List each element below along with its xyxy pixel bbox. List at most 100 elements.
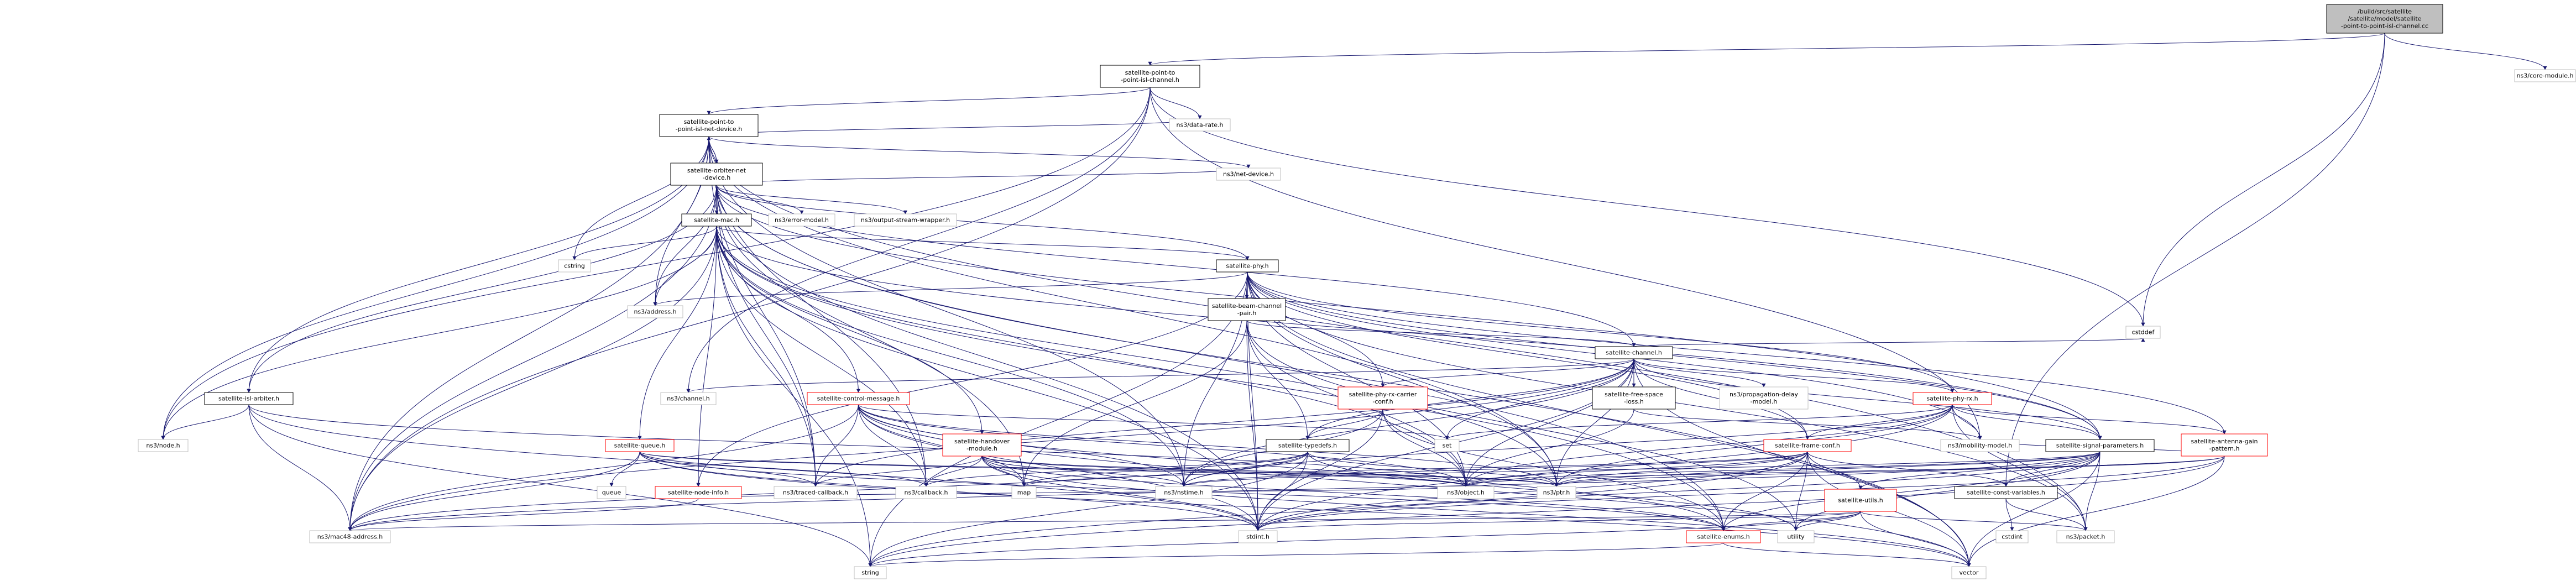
edge-queue_h-to-mac48_address — [348, 451, 640, 531]
edge-satellite_mac_h-to-node — [161, 226, 717, 440]
node-const-variables-h[interactable]: satellite-const-variables.h — [1954, 486, 2058, 499]
edge-satellite_channel_h-to-channel — [686, 358, 1634, 393]
node-label: satellite-phy-rx-carrier — [1349, 391, 1417, 398]
edge-typedefs_h-to-stdint — [1256, 451, 1308, 531]
node-box — [1951, 566, 1987, 579]
edge-queue_h-to-callback — [639, 451, 928, 487]
edge-orbiter_net_device_h-to-satellite_channel_h — [716, 185, 1636, 347]
node-phy-rx-h[interactable]: satellite-phy-rx.h — [1913, 392, 1992, 405]
edge-handover_module_h-to-vector — [981, 456, 1971, 567]
node-label: -pattern.h — [2209, 445, 2240, 452]
node-error-model: ns3/error-model.h — [768, 213, 835, 227]
node-address: ns3/address.h — [627, 305, 683, 318]
node-callback: ns3/callback.h — [895, 486, 957, 499]
edge-satellite_channel_h-to-nstime — [1182, 358, 1634, 487]
edge-orbiter_net_device_h-to-address — [653, 185, 717, 306]
node-control-message-h[interactable]: satellite-control-message.h — [807, 392, 910, 405]
node-root[interactable]: /build/src/satellite/satellite/model/sat… — [2326, 4, 2443, 34]
edge-satellite_phy_h-to-vector — [1247, 271, 1971, 567]
node-label: ns3/propagation-delay — [1729, 391, 1798, 398]
edge-utils_h-to-vector — [1860, 511, 1971, 567]
node-queue-h[interactable]: satellite-queue.h — [605, 439, 675, 452]
node-utility: utility — [1777, 530, 1815, 543]
node-orbiter-net-device-h[interactable]: satellite-orbiter-net-device.h — [670, 163, 763, 186]
edge-orbiter_net_device_h-to-mac48_address — [348, 185, 717, 531]
node-label: ns3/output-stream-wrapper.h — [861, 217, 950, 224]
edge-utils_h-to-enums_h — [1721, 511, 1861, 531]
edge-queue_h-to-queue — [609, 451, 640, 487]
node-isl-arbiter-h[interactable]: satellite-isl-arbiter.h — [204, 392, 294, 405]
node-packet: ns3/packet.h — [2056, 530, 2115, 543]
node-box — [1995, 530, 2029, 543]
edge-isl_arbiter_h-to-object — [248, 404, 1468, 487]
node-mobility-model: ns3/mobility-model.h — [1940, 439, 2020, 452]
node-frame-conf-h[interactable]: satellite-frame-conf.h — [1763, 439, 1852, 452]
edge-antenna_gain_pattern_h-to-ptr — [1554, 456, 2225, 487]
edge-p2p_isl_net_device_h-to-ptr — [708, 136, 1559, 487]
edge-control_message_h-to-stdint — [858, 404, 1260, 531]
edge-satellite_channel_h-to-propagation_delay_model — [1633, 358, 1766, 388]
node-enums-h[interactable]: satellite-enums.h — [1686, 530, 1761, 543]
edge-satellite_phy_h-to-address — [653, 271, 1248, 306]
edge-phy_rx_h-to-object — [1464, 404, 1953, 487]
edge-satellite_mac_h-to-satellite_phy_h — [716, 226, 1250, 260]
node-queue: queue — [597, 486, 626, 499]
edge-p2p_isl_net_device_h-to-node — [161, 136, 709, 440]
node-node-info-h[interactable]: satellite-node-info.h — [655, 486, 742, 499]
node-box — [895, 486, 957, 499]
node-satellite-phy-h[interactable]: satellite-phy.h — [1216, 259, 1279, 273]
node-antenna-gain-pattern-h[interactable]: satellite-antenna-gain-pattern.h — [2181, 433, 2268, 457]
node-label: /satellite/model/satellite — [2348, 15, 2422, 23]
node-p2p-isl-net-device-h[interactable]: satellite-point-to-point-isl-net-device.… — [659, 114, 759, 137]
node-box — [854, 566, 887, 579]
node-beam-channel-pair-h[interactable]: satellite-beam-channel-pair.h — [1208, 298, 1286, 321]
edge-satellite_mac_h-to-ptr — [716, 226, 1559, 487]
node-satellite-channel-h[interactable]: satellite-channel.h — [1595, 346, 1673, 359]
edge-node_info_h-to-object — [698, 486, 1467, 499]
node-box — [2056, 530, 2115, 543]
node-label: -point-to-point-isl-channel.cc — [2341, 23, 2428, 30]
edge-satellite_channel_h-to-set — [1445, 358, 1634, 440]
edge-orbiter_net_device_h-to-traced_callback — [716, 185, 818, 487]
node-box — [768, 213, 835, 227]
edge-orbiter_net_device_h-to-enums_h — [716, 185, 1726, 531]
node-map: map — [1011, 486, 1037, 499]
node-box — [1337, 386, 1428, 410]
node-label: cstring — [564, 263, 585, 270]
edge-isl_arbiter_h-to-mac48_address — [248, 404, 352, 531]
edge-isl_arbiter_h-to-node — [161, 404, 249, 440]
node-label: map — [1017, 489, 1031, 496]
node-label: string — [861, 569, 879, 577]
node-p2p-isl-channel-h[interactable]: satellite-point-to-point-isl-channel.h — [1100, 65, 1200, 88]
edge-p2p_isl_net_device_h-to-isl_arbiter_h — [247, 136, 709, 393]
edge-satellite_mac_h-to-callback — [716, 226, 928, 487]
edge-satellite_channel_h-to-traced_callback — [813, 358, 1634, 487]
edge-phy_rx_h-to-mobility_model — [1952, 404, 1982, 440]
node-label: satellite-antenna-gain — [2191, 438, 2258, 445]
node-node: ns3/node.h — [138, 439, 189, 452]
edge-orbiter_net_device_h-to-map — [716, 185, 1026, 487]
node-label: satellite-point-to — [684, 118, 734, 125]
edge-p2p_isl_net_device_h-to-traced_callback — [708, 136, 818, 487]
node-box — [1011, 486, 1037, 499]
node-phy-rx-carrier-conf-h[interactable]: satellite-phy-rx-carrier-conf.h — [1337, 386, 1428, 410]
node-signal-parameters-h[interactable]: satellite-signal-parameters.h — [2045, 439, 2155, 452]
node-label: satellite-frame-conf.h — [1775, 442, 1840, 449]
edge-signal_parameters_h-to-stdint — [1256, 451, 2100, 531]
edge-orbiter_net_device_h-to-stdint — [716, 185, 1260, 531]
edge-p2p_isl_channel_h-to-channel — [686, 87, 1151, 393]
node-handover-module-h[interactable]: satellite-handover-module.h — [942, 433, 1022, 457]
node-typedefs-h[interactable]: satellite-typedefs.h — [1266, 439, 1350, 452]
edge-signal_parameters_h-to-vector — [1967, 451, 2100, 567]
node-cstdint: cstdint — [1995, 530, 2029, 543]
node-box — [854, 213, 957, 227]
node-label: -model.h — [1751, 398, 1778, 405]
edge-p2p_isl_channel_h-to-node — [161, 87, 1151, 440]
node-box — [1216, 259, 1279, 273]
node-satellite-mac-h[interactable]: satellite-mac.h — [681, 213, 752, 227]
edge-satellite_mac_h-to-traced_callback — [716, 226, 818, 487]
edge-utils_h-to-utility — [1794, 511, 1861, 531]
node-free-space-loss-h[interactable]: satellite-free-space-loss.h — [1592, 386, 1676, 410]
node-utils-h[interactable]: satellite-utils.h — [1824, 489, 1897, 512]
node-label: ns3/callback.h — [905, 489, 948, 496]
